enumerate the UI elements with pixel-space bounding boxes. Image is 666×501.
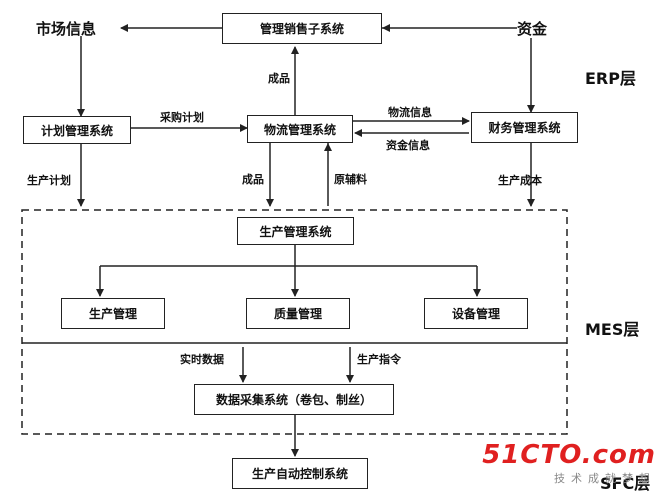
equipment-mgmt-label: 设备管理 (451, 307, 500, 321)
automation-control-label: 生产自动控制系统 (251, 467, 348, 481)
sales-subsystem-label: 管理销售子系统 (259, 22, 344, 36)
funds-info-label: 资金信息 (386, 139, 430, 152)
finished-goods-up-label: 成品 (268, 72, 290, 85)
mes-main-label: 生产管理系统 (259, 224, 332, 239)
funds-label: 资金 (517, 20, 548, 38)
production-mgmt-label: 生产管理 (88, 307, 137, 321)
logistics-info-label: 物流信息 (388, 106, 432, 119)
mes-main-box: 生产管理系统 (237, 217, 354, 245)
realtime-data-label: 实时数据 (180, 353, 224, 366)
watermark-slogan: 技术成就梦想 (554, 472, 656, 485)
production-cost-label: 生产成本 (498, 174, 542, 187)
production-mgmt-box: 生产管理 (61, 298, 165, 329)
finance-system-box: 财务管理系统 (471, 112, 578, 143)
quality-mgmt-label: 质量管理 (273, 307, 322, 321)
finished-goods-down-label: 成品 (242, 173, 264, 186)
production-order-label: 生产指令 (357, 353, 401, 366)
erp-layer-label: ERP层 (585, 69, 636, 88)
watermark-logo: 51CTO.com (482, 440, 656, 470)
planning-system-box: 计划管理系统 (23, 116, 131, 144)
raw-materials-label: 原辅料 (334, 173, 367, 186)
automation-control-box: 生产自动控制系统 (232, 458, 368, 489)
quality-mgmt-box: 质量管理 (246, 298, 350, 329)
logistics-system-label: 物流管理系统 (263, 122, 336, 137)
watermark: 51CTO.com 技术成就梦想 (482, 440, 656, 486)
sales-subsystem-box: 管理销售子系统 (222, 13, 382, 44)
finance-system-label: 财务管理系统 (488, 121, 561, 135)
data-collection-box: 数据采集系统（卷包、制丝） (194, 384, 394, 415)
sfc-layer-label: SFC层 (600, 474, 651, 493)
purchase-plan-label: 采购计划 (160, 111, 204, 124)
production-plan-label: 生产计划 (27, 174, 71, 187)
planning-system-label: 计划管理系统 (40, 123, 113, 138)
equipment-mgmt-box: 设备管理 (424, 298, 528, 329)
data-collection-label: 数据采集系统（卷包、制丝） (215, 393, 372, 407)
mes-layer-label: MES层 (585, 320, 640, 339)
logistics-system-box: 物流管理系统 (247, 115, 353, 143)
market-info-label: 市场信息 (36, 20, 97, 38)
